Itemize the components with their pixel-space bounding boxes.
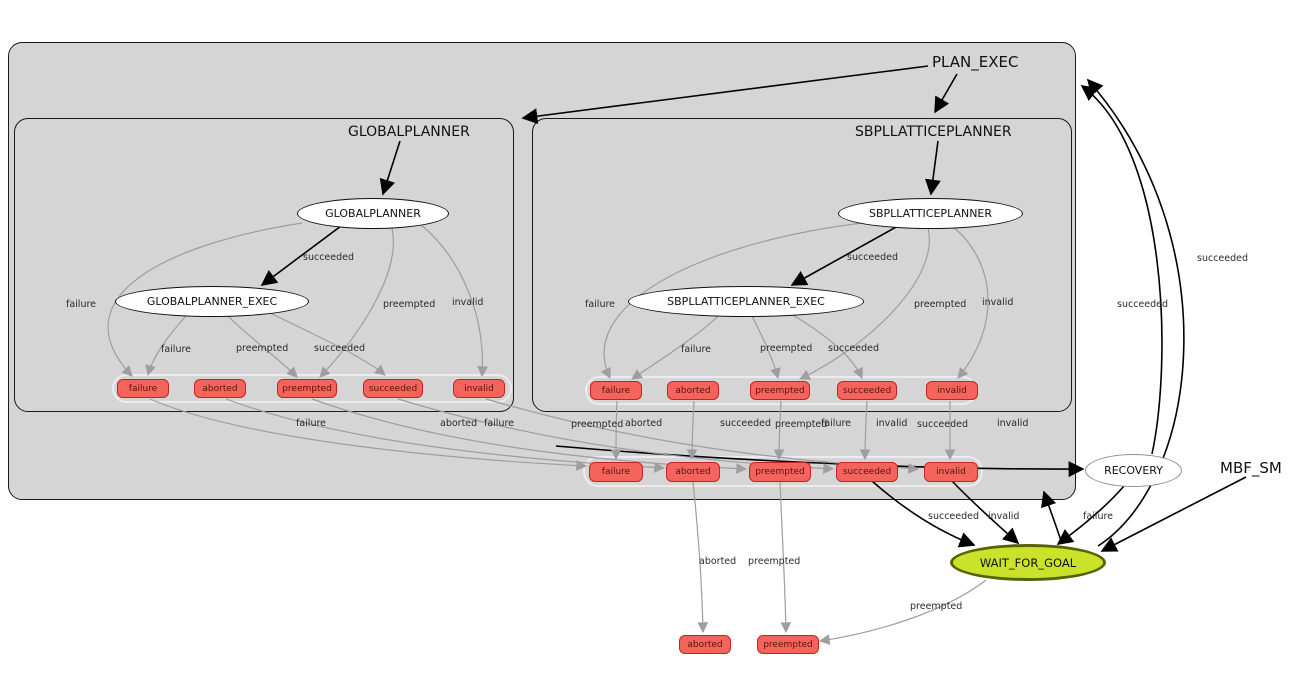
outcome-box[interactable]: preempted	[277, 379, 337, 398]
edge-label: preempted	[571, 419, 624, 430]
outcome-box[interactable]: succeeded	[837, 381, 897, 400]
state-wait-for-goal[interactable]: WAIT_FOR_GOAL	[950, 544, 1106, 581]
edge-label: aborted	[699, 556, 737, 567]
container-sbpllatticeplanner[interactable]	[532, 118, 1072, 412]
outcome-box[interactable]: succeeded	[363, 379, 423, 398]
outcome-box[interactable]: failure	[589, 462, 643, 482]
container-label-globalplanner: GLOBALPLANNER	[348, 124, 470, 140]
edge-label: aborted	[440, 418, 478, 429]
edge-label: failure	[66, 299, 97, 310]
edge-label: preempted	[775, 419, 828, 430]
edge-label: invalid	[988, 511, 1020, 522]
outcome-box[interactable]: preempted	[757, 635, 819, 654]
state-recovery[interactable]: RECOVERY	[1085, 454, 1182, 487]
edge-label: aborted	[625, 418, 663, 429]
edge-label: succeeded	[1117, 299, 1169, 310]
page-title: MBF_SM	[1220, 459, 1282, 477]
edge-label: succeeded	[720, 418, 772, 429]
edge-label: preempted	[383, 299, 436, 310]
outcome-box[interactable]: preempted	[750, 381, 810, 400]
state-globalplanner[interactable]: GLOBALPLANNER	[297, 198, 449, 229]
edge-label: failure	[681, 344, 712, 355]
state-globalplanner-exec[interactable]: GLOBALPLANNER_EXEC	[115, 286, 309, 317]
edge-label: preempted	[910, 601, 963, 612]
edge-label: succeeded	[314, 343, 366, 354]
edge-label: invalid	[452, 297, 484, 308]
edge-label: invalid	[876, 418, 908, 429]
edge-label: preempted	[914, 299, 967, 310]
edge-label: succeeded	[828, 343, 880, 354]
outcome-box[interactable]: aborted	[679, 635, 731, 654]
outcome-box[interactable]: aborted	[667, 381, 719, 400]
edge-label: failure	[296, 418, 327, 429]
edge-label: failure	[484, 418, 515, 429]
state-sbpllatticeplanner[interactable]: SBPLLATTICEPLANNER	[838, 198, 1023, 229]
edge-mbf-sm-wait-for-goal	[1100, 476, 1247, 552]
edge-label: preempted	[236, 343, 289, 354]
edge-label: preempted	[748, 556, 801, 567]
outcome-box[interactable]: invalid	[926, 381, 978, 400]
outcome-box[interactable]: aborted	[194, 379, 246, 398]
edge-label: failure	[821, 418, 852, 429]
outcome-box[interactable]: succeeded	[836, 462, 898, 482]
edge-label: preempted	[760, 343, 813, 354]
outcome-box[interactable]: failure	[117, 379, 169, 398]
edge-label: succeeded	[917, 419, 969, 430]
outcome-box[interactable]: preempted	[749, 462, 811, 482]
outcome-box[interactable]: aborted	[666, 462, 720, 482]
container-globalplanner[interactable]	[14, 118, 514, 412]
edge-label: failure	[1083, 511, 1114, 522]
edge-label: succeeded	[928, 511, 980, 522]
edge-label: succeeded	[847, 252, 899, 263]
edge-label: invalid	[982, 297, 1014, 308]
edge-label: invalid	[997, 418, 1029, 429]
outcome-box[interactable]: failure	[590, 381, 642, 400]
edge-label: failure	[161, 344, 192, 355]
edge-recovery-succeeded-plan-exec	[1080, 85, 1163, 455]
outcome-box[interactable]: invalid	[924, 462, 978, 482]
edge-label: succeeded	[303, 252, 355, 263]
state-sbpllatticeplanner-exec[interactable]: SBPLLATTICEPLANNER_EXEC	[628, 286, 864, 317]
container-label-sbpllatticeplanner: SBPLLATTICEPLANNER	[855, 124, 1012, 140]
outcome-box[interactable]: invalid	[453, 379, 505, 398]
edge-label: failure	[585, 299, 616, 310]
container-label-plan-exec: PLAN_EXEC	[932, 53, 1019, 71]
edge-label: succeeded	[1197, 253, 1249, 264]
